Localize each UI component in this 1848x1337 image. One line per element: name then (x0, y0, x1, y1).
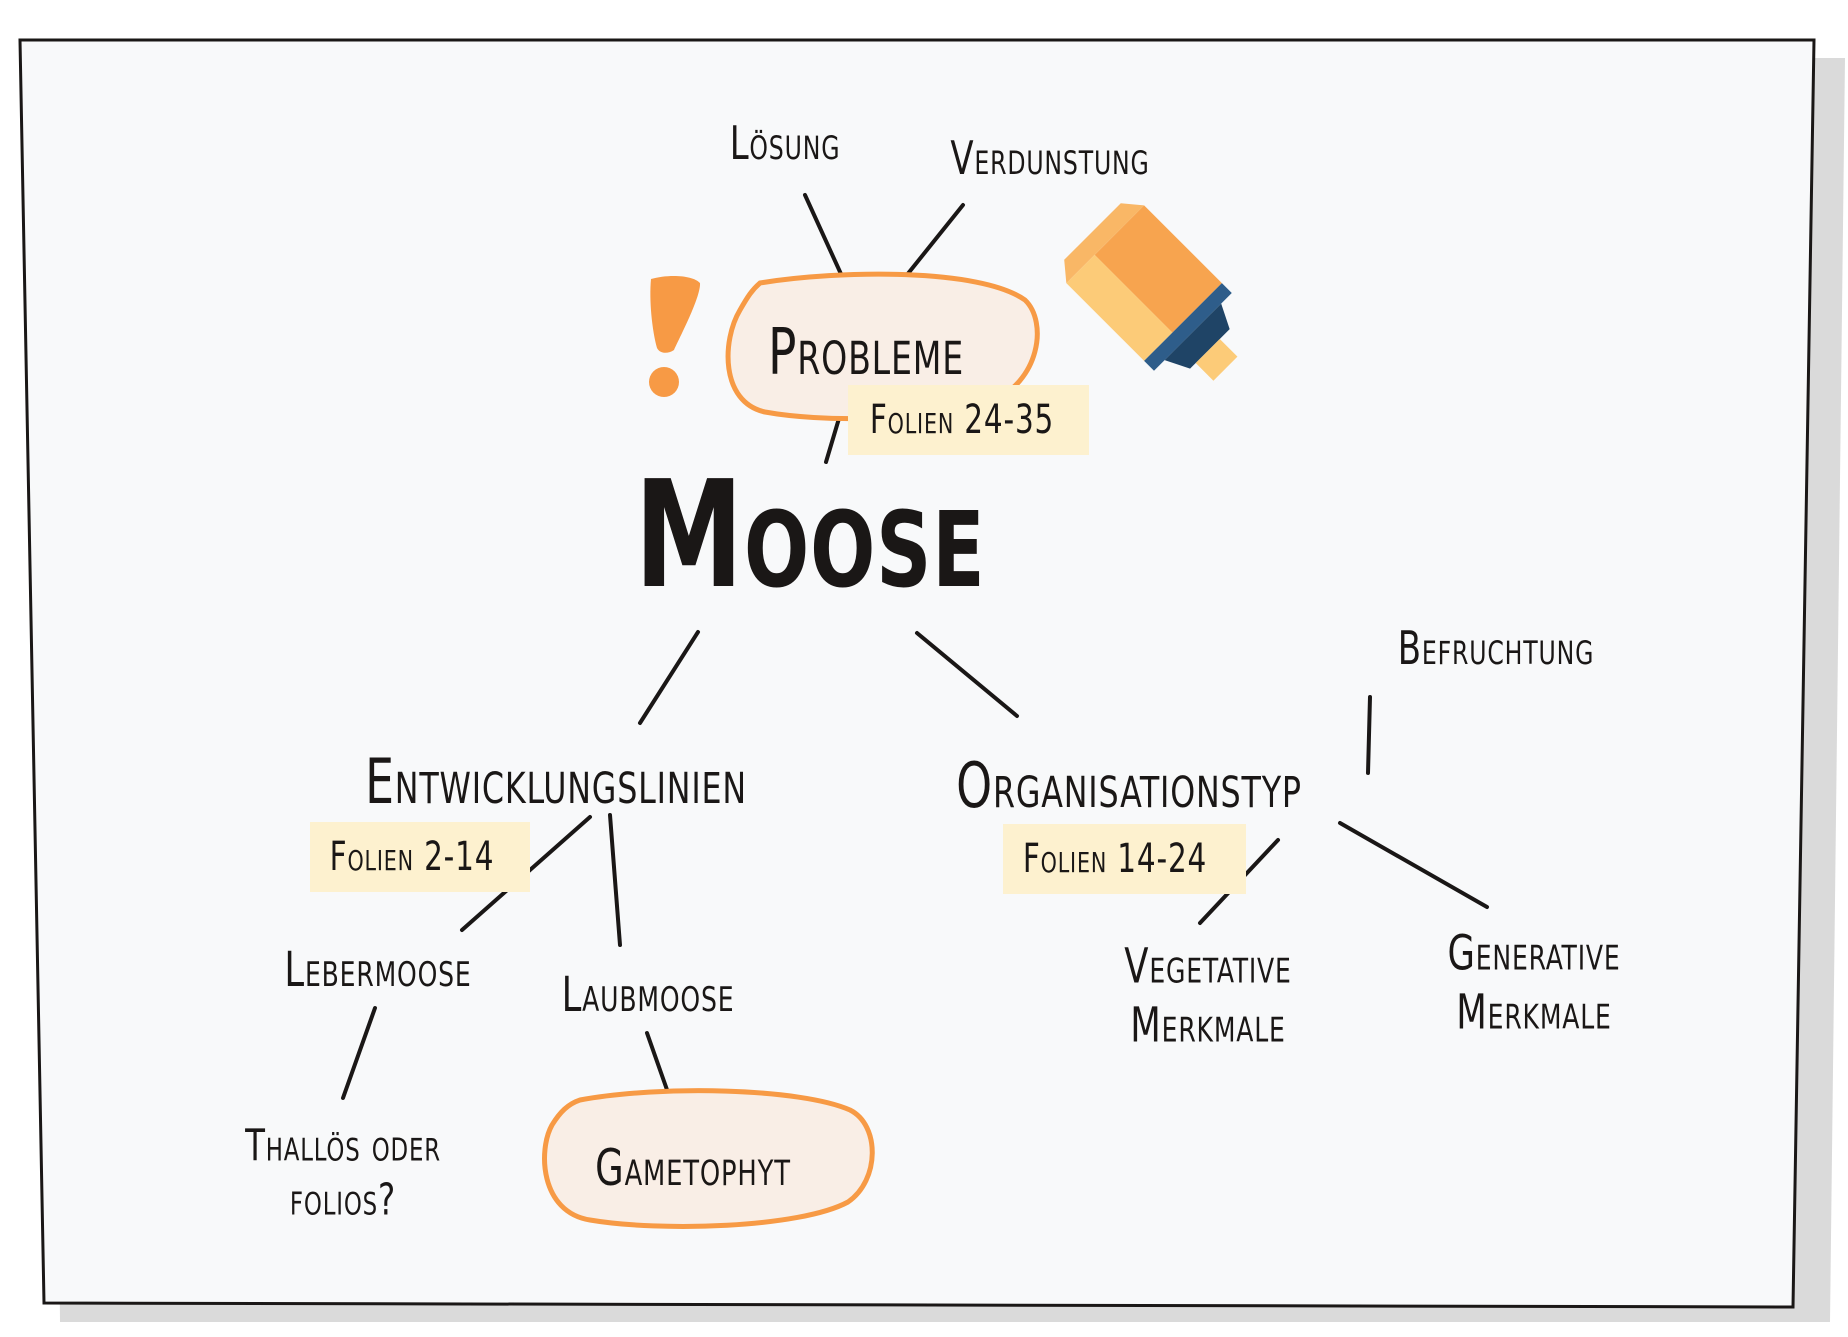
laubmoose-label: Laubmoose (561, 967, 735, 1023)
probleme-label: Probleme (767, 316, 965, 390)
generative-line-2: Merkmale (1456, 984, 1612, 1040)
generative-merkmale-label: Generative Merkmale (1447, 924, 1620, 1041)
verdunstung-label: Verdunstung (950, 131, 1150, 185)
befruchtung-label: Befruchtung (1397, 621, 1595, 675)
organisation-folien-label: Folien 14-24 (1022, 836, 1208, 882)
sticky-note-organisation (1003, 824, 1246, 894)
vegetative-line-2: Merkmale (1130, 997, 1286, 1053)
exclamation-icon (649, 275, 701, 397)
paper (18, 38, 1816, 1309)
entwicklungslinien-label: Entwicklungslinien (365, 745, 747, 818)
thallos-line-2: folios? (289, 1174, 397, 1225)
highlighter-icon (1064, 203, 1238, 381)
line-moose-entwicklung (638, 630, 700, 725)
loesung-label: Lösung (729, 116, 841, 170)
thallos-label: Thallös oder folios? (245, 1119, 441, 1226)
moose-center-label: Moose (634, 449, 986, 621)
lebermoose-label: Lebermoose (284, 942, 472, 998)
sticky-note-probleme (848, 385, 1089, 455)
sticky-note-entwicklung (310, 822, 530, 892)
line-loesung-probleme (803, 193, 848, 287)
vegetative-line-1: Vegetative (1124, 938, 1292, 995)
line-entwicklung-laubmoose (608, 813, 622, 947)
line-moose-organisation (915, 631, 1019, 718)
line-lebermoose-thallos (341, 1006, 377, 1100)
line-organisation-generative (1338, 821, 1489, 909)
organisationstyp-label: Organisationstyp (956, 749, 1302, 822)
entwicklung-folien-label: Folien 2-14 (329, 834, 495, 880)
thallos-line-1: Thallös oder (245, 1120, 441, 1172)
line-organisation-befruchtung (1366, 695, 1372, 775)
gametophyt-highlight-oval (542, 1088, 875, 1229)
probleme-folien-label: Folien 24-35 (869, 397, 1055, 443)
generative-line-1: Generative (1447, 925, 1621, 982)
vegetative-merkmale-label: Vegetative Merkmale (1124, 937, 1291, 1054)
gametophyt-label: Gametophyt (595, 1139, 791, 1197)
